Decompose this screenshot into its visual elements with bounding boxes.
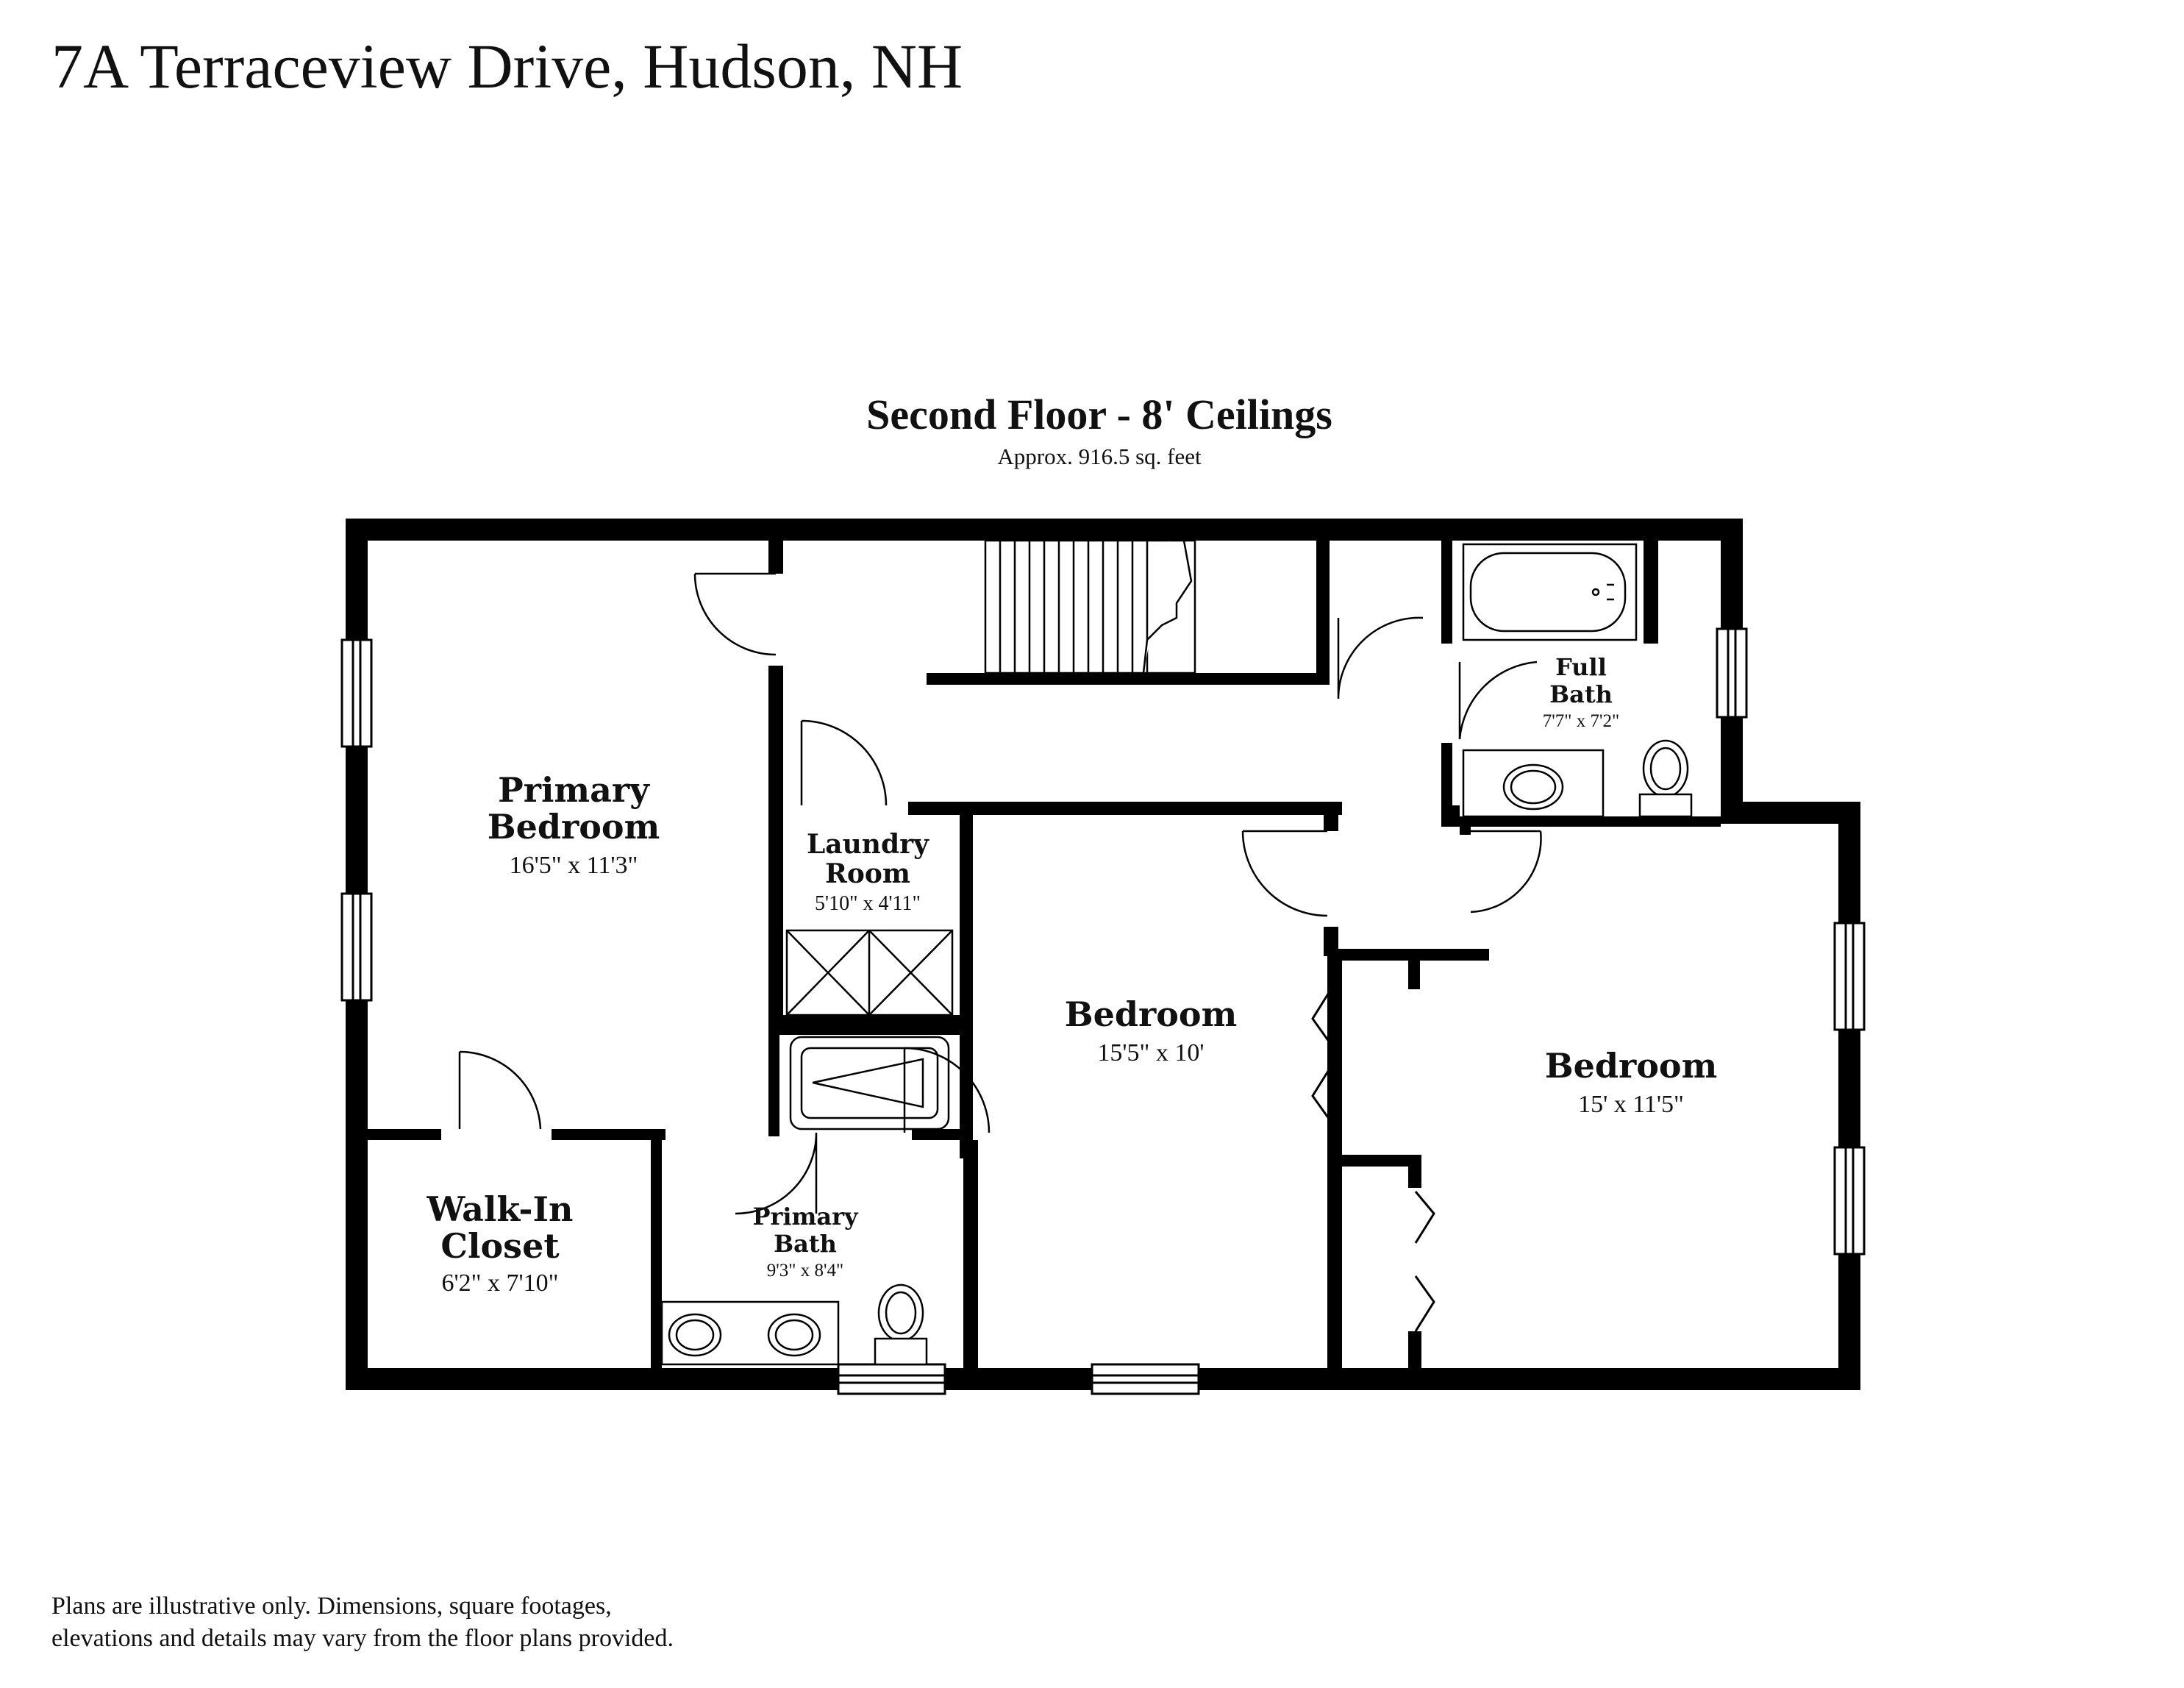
disclaimer-line: Plans are illustrative only. Dimensions,… xyxy=(51,1592,612,1620)
doors xyxy=(458,572,1542,1215)
laundry-room-name: Room xyxy=(825,858,910,889)
laundry-room-name: Laundry xyxy=(807,829,929,860)
staircase xyxy=(984,535,1196,674)
property-address: 7A Terraceview Drive, Hudson, NH xyxy=(51,31,963,102)
interior-walls xyxy=(368,541,1721,1383)
bedroom-name: Bedroom xyxy=(1065,994,1238,1034)
floor-area: Approx. 916.5 sq. feet xyxy=(997,444,1202,469)
walk-in-closet-name: Closet xyxy=(440,1226,560,1266)
walk-in-closet-name: Walk-In xyxy=(426,1189,573,1229)
windows xyxy=(340,627,1866,1395)
full-bath-name: Bath xyxy=(1549,680,1613,708)
bedroom-dims: 15' x 11'5" xyxy=(1578,1091,1684,1118)
floor-title: Second Floor - 8' Ceilings xyxy=(866,391,1332,438)
primary-bath-fixtures xyxy=(660,1283,928,1366)
full-bath-fixtures xyxy=(1462,543,1693,818)
shower xyxy=(789,1036,950,1130)
disclaimer-line: elevations and details may vary from the… xyxy=(51,1625,674,1652)
full-bath-name: Full xyxy=(1555,653,1607,681)
washer-dryer xyxy=(785,929,954,1016)
primary-bedroom-dims: 16'5" x 11'3" xyxy=(510,852,638,879)
bedroom-name: Bedroom xyxy=(1545,1046,1718,1086)
full-bath-dims: 7'7" x 7'2" xyxy=(1543,711,1619,731)
laundry-room-dims: 5'10" x 4'11" xyxy=(815,892,921,915)
primary-bath-name: Bath xyxy=(774,1230,837,1258)
primary-bedroom-name: Bedroom xyxy=(488,807,660,847)
bifold-doors xyxy=(1311,989,1435,1332)
disclaimer: Plans are illustrative only. Dimensions,… xyxy=(51,1590,674,1655)
primary-bath-dims: 9'3" x 8'4" xyxy=(767,1261,843,1281)
primary-bath-name: Primary xyxy=(752,1203,859,1231)
walk-in-closet-dims: 6'2" x 7'10" xyxy=(441,1269,558,1297)
primary-bedroom-name: Primary xyxy=(498,770,650,810)
bedroom-dims: 15'5" x 10' xyxy=(1097,1039,1204,1066)
